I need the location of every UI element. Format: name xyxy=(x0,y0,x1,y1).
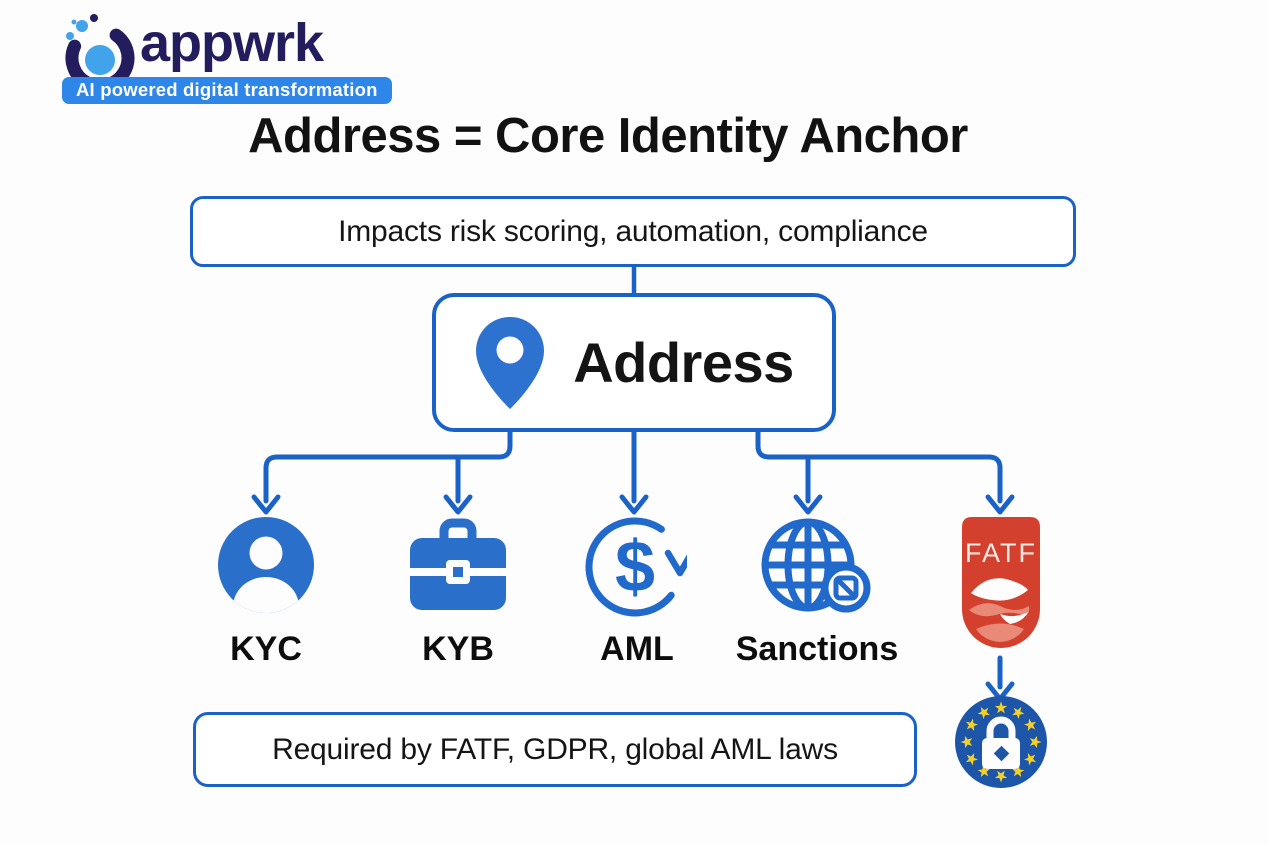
location-pin-icon xyxy=(476,316,545,409)
appwrk-logo: appwrk AI powered digital transformation xyxy=(0,0,400,110)
address-node: Address xyxy=(432,293,836,432)
kyc-user-icon xyxy=(218,517,314,613)
impact-box-text: Impacts risk scoring, automation, compli… xyxy=(338,214,928,248)
kyb-briefcase-icon xyxy=(410,518,506,610)
kyc-label: KYC xyxy=(230,630,302,668)
requirement-box-text: Required by FATF, GDPR, global AML laws xyxy=(272,732,838,766)
logo-mark-icon xyxy=(65,14,135,80)
requirement-box: Required by FATF, GDPR, global AML laws xyxy=(193,712,917,787)
page-title: Address = Core Identity Anchor xyxy=(248,109,968,163)
gdpr-eu-stars-lock-icon xyxy=(955,696,1047,788)
sanctions-label: Sanctions xyxy=(735,630,899,668)
kyb-label: KYB xyxy=(422,630,494,668)
aml-label: AML xyxy=(600,630,674,668)
fatf-shield-icon: FATF xyxy=(962,517,1040,648)
fatf-badge-text: FATF xyxy=(965,538,1037,568)
impact-box: Impacts risk scoring, automation, compli… xyxy=(190,196,1076,267)
sanctions-globe-icon xyxy=(761,518,871,613)
logo-wordmark: appwrk xyxy=(140,13,324,73)
aml-dollar-cycle-icon: $ xyxy=(585,517,687,617)
svg-text:$: $ xyxy=(615,527,655,607)
logo-tagline: AI powered digital transformation xyxy=(62,77,392,104)
address-label: Address xyxy=(573,331,794,394)
